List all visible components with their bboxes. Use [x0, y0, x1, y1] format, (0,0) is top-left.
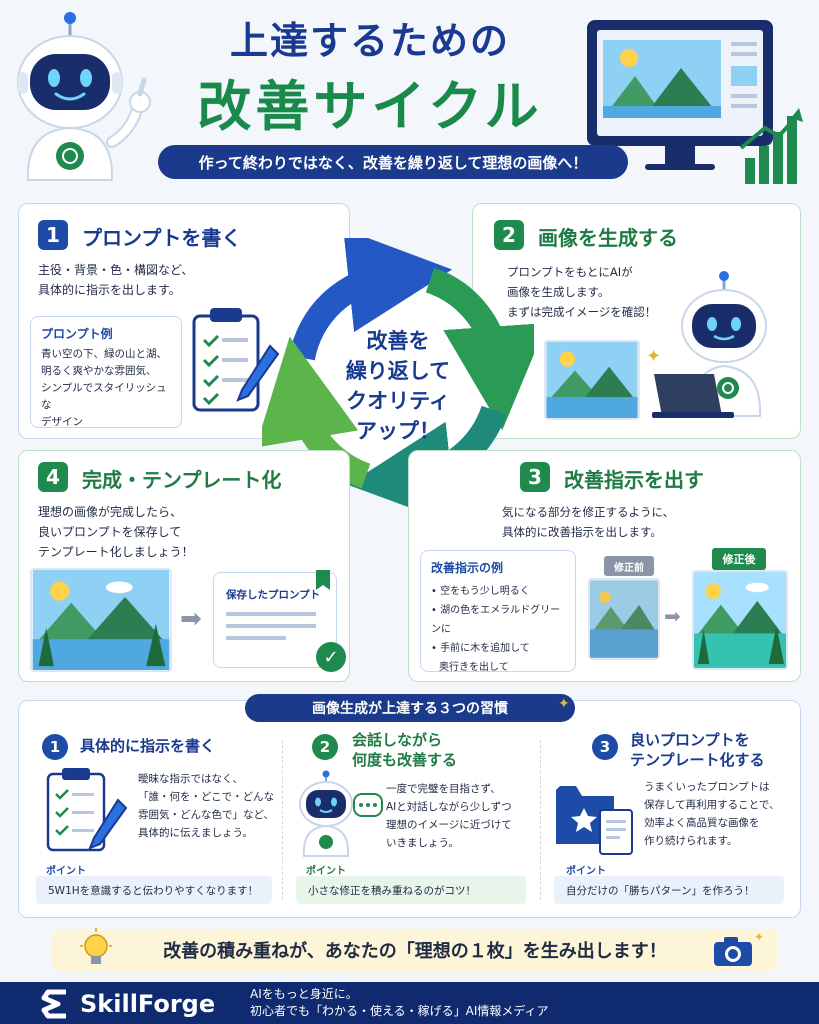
- arrow-right-icon: ➡: [180, 604, 202, 634]
- saved-prompt-label: 保存したプロンプト: [226, 589, 321, 601]
- step4-number: 4: [38, 462, 68, 492]
- arrow-right-icon: ➡: [664, 604, 681, 628]
- footer-bar: [0, 982, 819, 1024]
- sparkle-icon: ✦: [646, 346, 662, 367]
- generated-image-thumbnail: [544, 340, 640, 420]
- step2-body: プロンプトをもとにAIが 画像を生成します。 まずは完成イメージを確認！: [507, 265, 657, 319]
- habit-divider: [540, 740, 541, 900]
- habit1-number: 1: [42, 734, 68, 760]
- robot-chat-icon: [299, 770, 383, 857]
- habit2-body: 一度で完璧を目指さず、 AIと対話しながら少しずつ 理想のイメージに近づけて い…: [386, 783, 512, 849]
- title-line1: 上達するための: [229, 19, 510, 63]
- final-image-thumbnail: [30, 568, 172, 672]
- closing-message-bar: 改善の積み重ねが、あなたの「理想の１枚」を生み出します！: [52, 929, 778, 971]
- step1-body: 主役・背景・色・構図など、 具体的に指示を出します。: [38, 263, 194, 297]
- habit3-number: 3: [592, 734, 618, 760]
- habit2-point-label: ポイント: [306, 866, 346, 877]
- clipboard-pencil-icon: [46, 768, 128, 852]
- robot-laptop-icon: [652, 271, 767, 418]
- step1-number: 1: [38, 220, 68, 250]
- habit2-point: 小さな修正を積み重ねるのがコツ！: [296, 876, 526, 904]
- cycle-center-text: 改善を 繰り返して クオリティ アップ！: [345, 329, 451, 443]
- lightbulb-icon: [80, 928, 112, 964]
- folder-document-icon: [556, 786, 633, 855]
- step3-title: 改善指示を出す: [564, 468, 704, 492]
- improvement-cycle-arrows: [262, 238, 534, 516]
- clipboard-pencil-icon: [192, 308, 280, 412]
- closing-message: 改善の積み重ねが、あなたの「理想の１枚」を生み出します！: [163, 941, 667, 962]
- habit2-title: 会話しながら 何度も改善する: [352, 731, 458, 769]
- step3-number: 3: [520, 462, 550, 492]
- check-circle-icon: ✓: [316, 642, 346, 672]
- habit2-number: 2: [312, 734, 338, 760]
- habit3-point: 自分だけの「勝ちパターン」を作ろう！: [554, 876, 784, 904]
- skillforge-logo-icon: [41, 989, 66, 1019]
- improvement-example-note: 改善指示の例 • 空をもう少し明るく • 湖の色をエメラルドグリーンに • 手前…: [420, 550, 576, 673]
- prompt-example-note: プロンプト例 青い空の下、緑の山と湖、 明るく爽やかな雰囲気、 シンプルでスタイ…: [30, 316, 182, 428]
- before-image-thumbnail: [588, 578, 660, 660]
- step2-number: 2: [494, 220, 524, 250]
- habit3-title: 良いプロンプトを テンプレート化する: [630, 731, 765, 769]
- habit1-point-label: ポイント: [46, 866, 86, 877]
- before-label: 修正前: [604, 556, 654, 576]
- sparkle-icon: ✦: [558, 696, 570, 712]
- after-label: 修正後: [712, 548, 766, 570]
- after-image-thumbnail: [692, 570, 788, 670]
- prompt-example-title: プロンプト例: [41, 327, 113, 341]
- step2-title: 画像を生成する: [538, 226, 678, 250]
- habit3-body: うまくいったプロンプトは 保存して再利用することで、 効率よく高品質な画像を 作…: [644, 781, 780, 847]
- footer-tagline: AIをもっと身近に。 初心者でも「わかる・使える・稼げる」AI情報メディア: [250, 987, 549, 1018]
- title-line2: 改善サイクル: [197, 75, 543, 138]
- footer-brand[interactable]: SkillForge: [80, 990, 216, 1018]
- habit3-point-label: ポイント: [566, 866, 606, 877]
- camera-icon: [714, 937, 752, 966]
- monitor-icon: [587, 20, 803, 184]
- habit1-point: 5W1Hを意識すると伝わりやすくなります！: [36, 876, 272, 904]
- sparkle-icon: ✦: [754, 930, 765, 944]
- subtitle-banner: 作って終わりではなく、改善を繰り返して理想の画像へ！: [158, 145, 628, 179]
- improvement-example-title: 改善指示の例: [431, 561, 504, 575]
- bookmark-icon: [316, 570, 330, 590]
- step3-body: 気になる部分を修正するように、 具体的に改善指示を出します。: [502, 505, 675, 539]
- step4-title: 完成・テンプレート化: [82, 468, 282, 492]
- habits-heading: 画像生成が上達する３つの習慣: [245, 694, 575, 722]
- habit1-title: 具体的に指示を書く: [80, 737, 216, 755]
- habit-divider: [282, 740, 283, 900]
- habit1-body: 曖昧な指示ではなく、 「誰・何を・どこで・どんな 雰囲気・どんな色で」など、 具…: [138, 773, 275, 839]
- step1-title: プロンプトを書く: [82, 226, 242, 250]
- step4-body: 理想の画像が完成したら、 良いプロンプトを保存して テンプレート化しましょう！: [38, 505, 194, 559]
- robot-mascot-icon: [17, 12, 151, 181]
